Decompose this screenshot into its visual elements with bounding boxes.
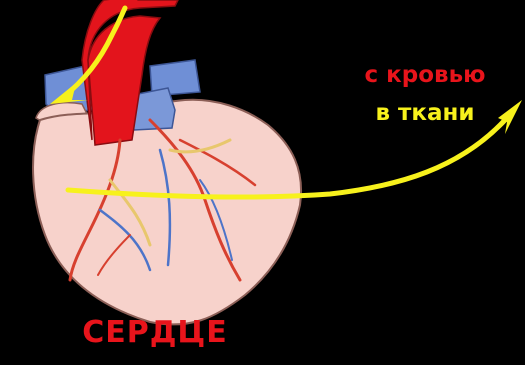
heart-illustration — [33, 0, 301, 324]
label-with-blood: с кровью — [340, 62, 510, 89]
heart-title: СЕРДЦЕ — [60, 315, 250, 351]
heart-body — [33, 100, 301, 325]
label-to-tissues: в ткани — [340, 100, 510, 127]
